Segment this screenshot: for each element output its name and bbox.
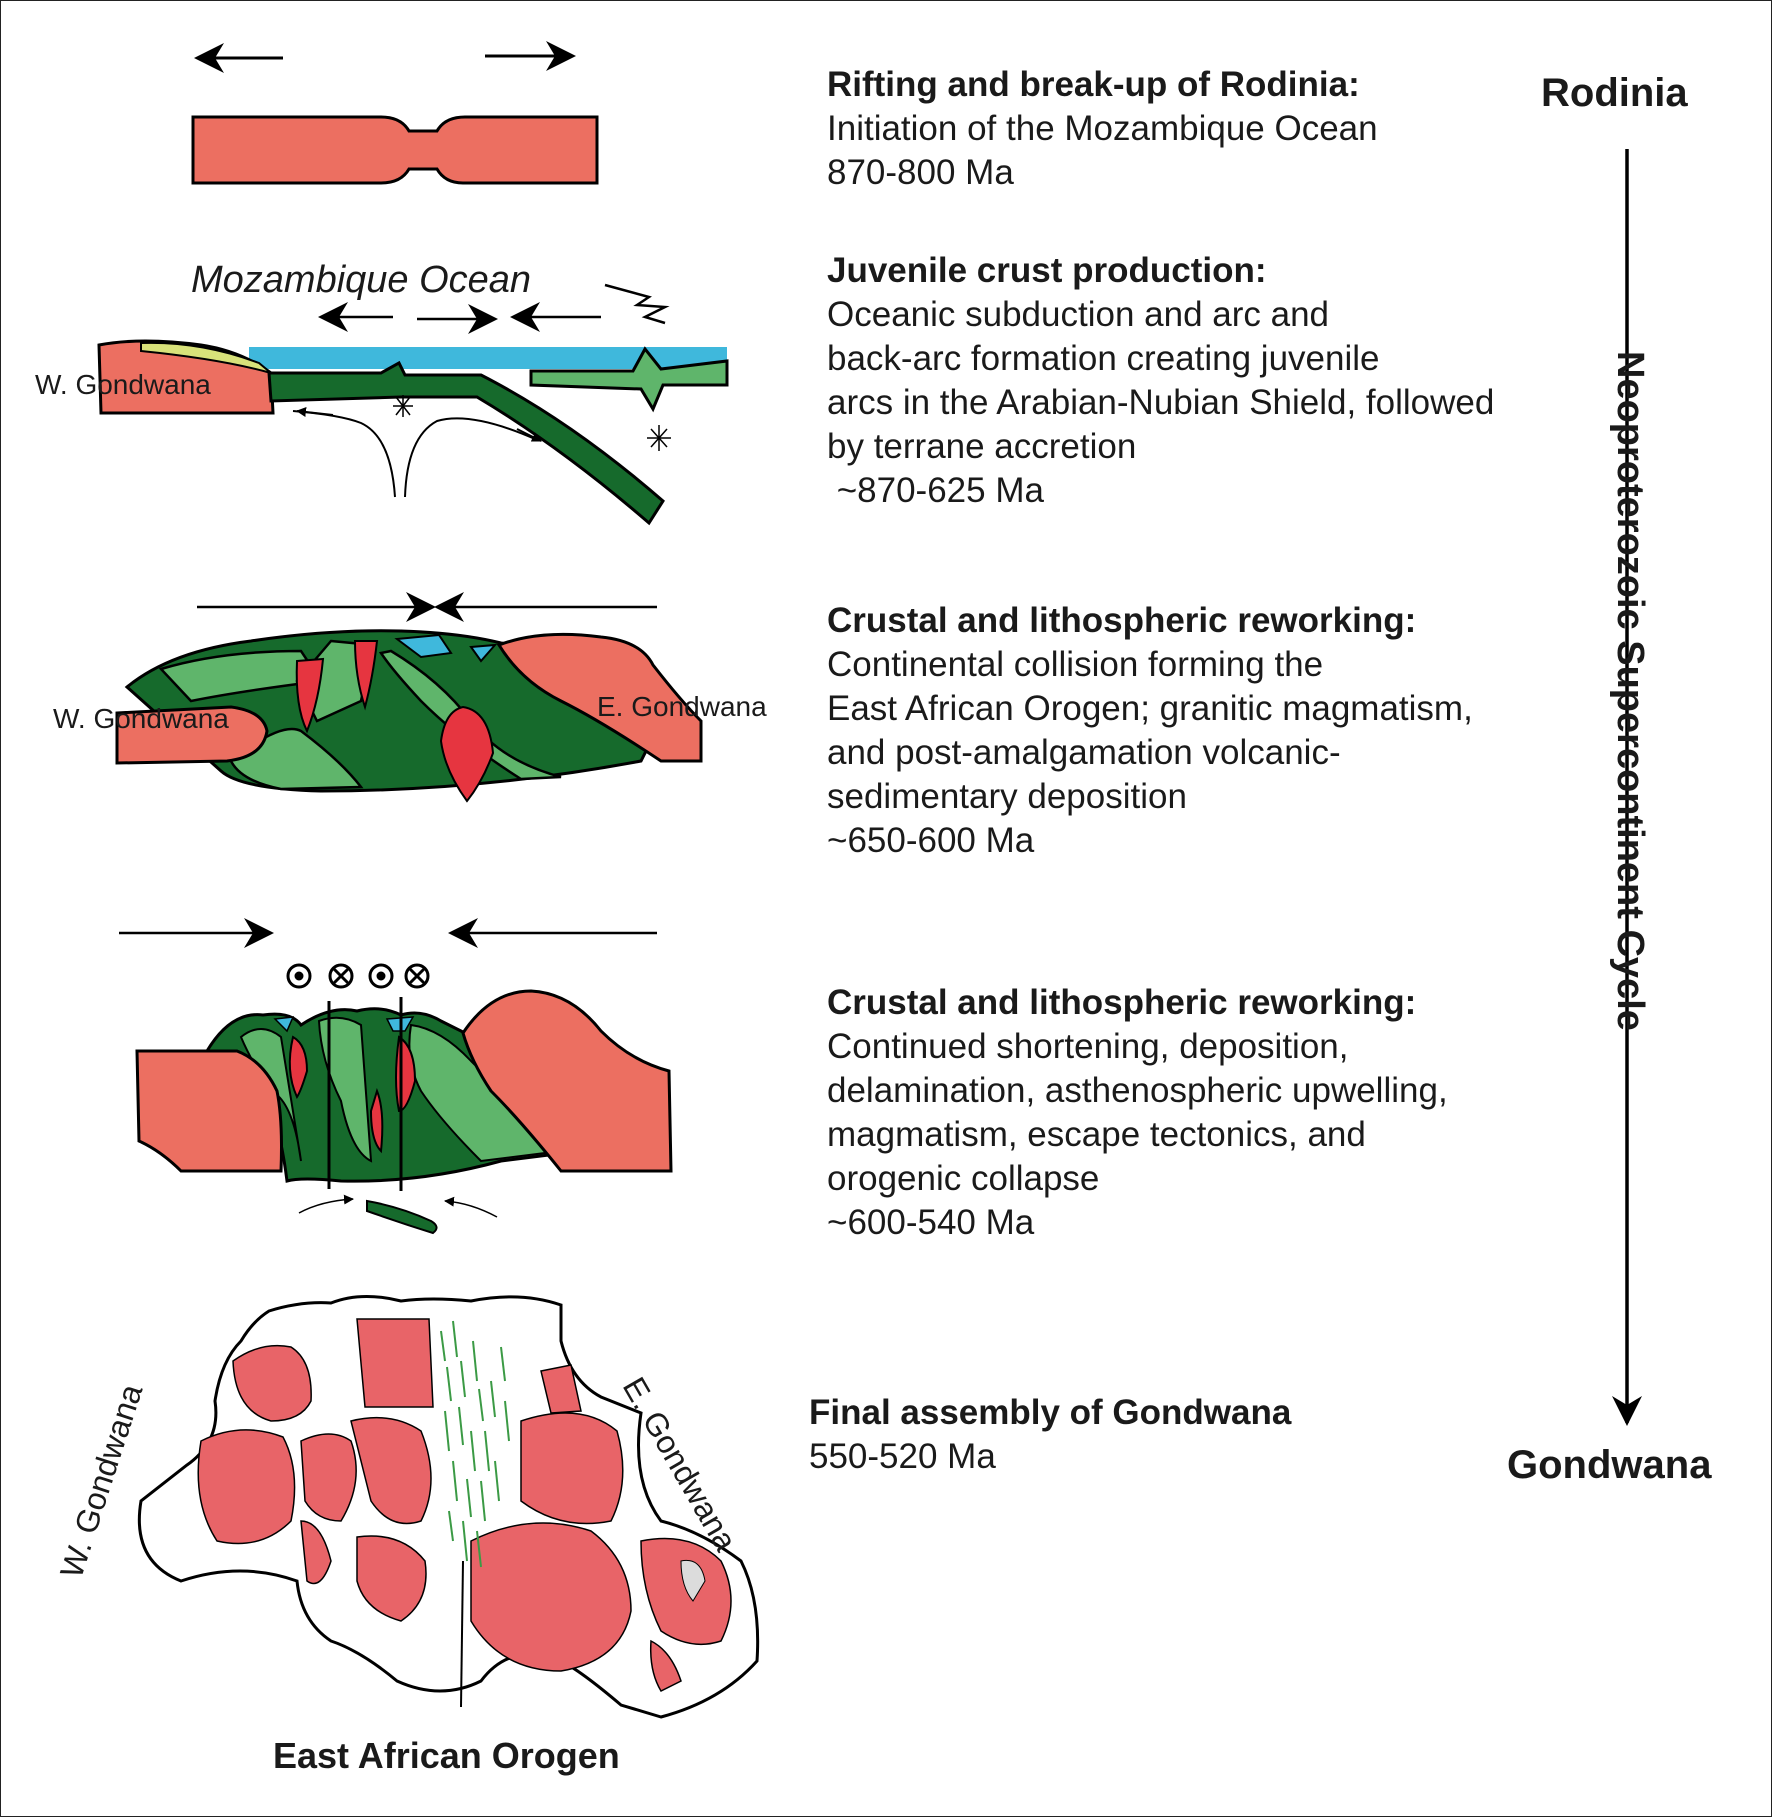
stage-3-line: sedimentary deposition (827, 777, 1187, 816)
stage-1-age: 870-800 Ma (827, 153, 1014, 192)
stage-3-line: Continental collision forming the (827, 645, 1324, 684)
e-gondwana-block (461, 989, 673, 1173)
into-page-icon (328, 963, 354, 989)
east-african-orogen-label: East African Orogen (273, 1735, 620, 1776)
stage-2-line: back-arc formation creating juvenile (827, 339, 1380, 378)
out-of-page-icon (368, 963, 394, 989)
into-page-icon (404, 963, 430, 989)
granite-pluton (369, 1087, 384, 1154)
stage-2-title: Juvenile crust production: (827, 251, 1267, 290)
stage-3-text: Crustal and lithospheric reworking: Cont… (827, 599, 1473, 863)
stage-4-age: ~600-540 Ma (827, 1203, 1035, 1242)
stage-3-line: East African Orogen; granitic magmatism, (827, 689, 1473, 728)
delamination (298, 1194, 498, 1235)
granite-pluton (295, 657, 325, 734)
island-arc (529, 346, 729, 413)
stage-2-line: by terrane accretion (827, 427, 1137, 466)
stage-3-title: Crustal and lithospheric reworking: (827, 601, 1417, 640)
stage-3-line: and post-amalgamation volcanic- (827, 733, 1341, 772)
stage-3-age: ~650-600 Ma (827, 821, 1035, 860)
w-gondwana-label: W. Gondwana (35, 369, 211, 400)
cycle-start-label: Rodinia (1541, 71, 1688, 115)
strike-slip-faults (327, 997, 403, 1191)
orogen-belt-lines (440, 1320, 510, 1568)
stage-1-text: Rifting and break-up of Rodinia: Initiat… (827, 63, 1378, 195)
stage-2-age: ~870-625 Ma (827, 471, 1044, 510)
w-gondwana-block (135, 1049, 283, 1173)
granite-pluton (288, 1035, 309, 1100)
reworked-crust-band (378, 649, 562, 781)
rifting-panel (191, 41, 599, 185)
w-gondwana-label: W. Gondwana (53, 703, 229, 734)
arc-melt-star-icon (647, 425, 671, 451)
stage-2-text: Juvenile crust production: Oceanic subdu… (827, 249, 1494, 513)
stage-5-title: Final assembly of Gondwana (809, 1393, 1292, 1432)
granite-pluton (353, 640, 379, 711)
stage-4-line: magmatism, escape tectonics, and (827, 1115, 1366, 1154)
out-of-page-icon (286, 963, 312, 989)
shortening-panel (119, 918, 673, 1235)
gondwana-map (137, 1294, 760, 1719)
stage-4-line: delamination, asthenospheric upwelling, (827, 1071, 1448, 1110)
spreading-arrows (318, 302, 601, 334)
ocean-water (249, 347, 727, 369)
cycle-axis-label: Neoproterozoic Supercontinent Cycle (1609, 351, 1651, 1031)
stage-4-line: Continued shortening, deposition, (827, 1027, 1349, 1066)
collision-panel (115, 592, 703, 803)
basin-water (273, 1016, 415, 1033)
e-gondwana-block (496, 632, 703, 763)
subducting-oceanic-slab (267, 360, 665, 526)
rifting-continental-crust (191, 115, 599, 185)
mantle-upwelling (292, 410, 536, 498)
fault-zigzag (604, 283, 670, 325)
stage-1-title: Rifting and break-up of Rodinia: (827, 65, 1360, 104)
stage-2-line: arcs in the Arabian-Nubian Shield, follo… (827, 383, 1495, 422)
melt-star-icon (393, 395, 413, 417)
extension-arrows (194, 41, 576, 73)
stage-1-line: Initiation of the Mozambique Ocean (827, 109, 1378, 148)
stage-4-title: Crustal and lithospheric reworking: (827, 983, 1417, 1022)
stage-2-line: Oceanic subduction and arc and (827, 295, 1329, 334)
ice-sheet-remnant (680, 1559, 706, 1602)
cycle-end-label: Gondwana (1507, 1443, 1712, 1487)
granite-pluton (439, 705, 495, 803)
craton-blocks (197, 1318, 732, 1692)
stage-5-text: Final assembly of Gondwana 550-520 Ma (809, 1391, 1291, 1479)
strike-slip-symbols (286, 963, 430, 989)
basin-water (394, 633, 498, 663)
w-gondwana-block (115, 705, 269, 765)
folded-crust (317, 1016, 373, 1163)
stage-5-age: 550-520 Ma (809, 1437, 996, 1476)
subduction-panel (97, 283, 729, 526)
mozambique-ocean-label: Mozambique Ocean (191, 259, 532, 301)
e-gondwana-label: E. Gondwana (597, 691, 767, 722)
stage-4-line: orogenic collapse (827, 1159, 1100, 1198)
orogen-pointer-line (460, 1560, 464, 1708)
stage-4-text: Crustal and lithospheric reworking: Cont… (827, 981, 1448, 1245)
